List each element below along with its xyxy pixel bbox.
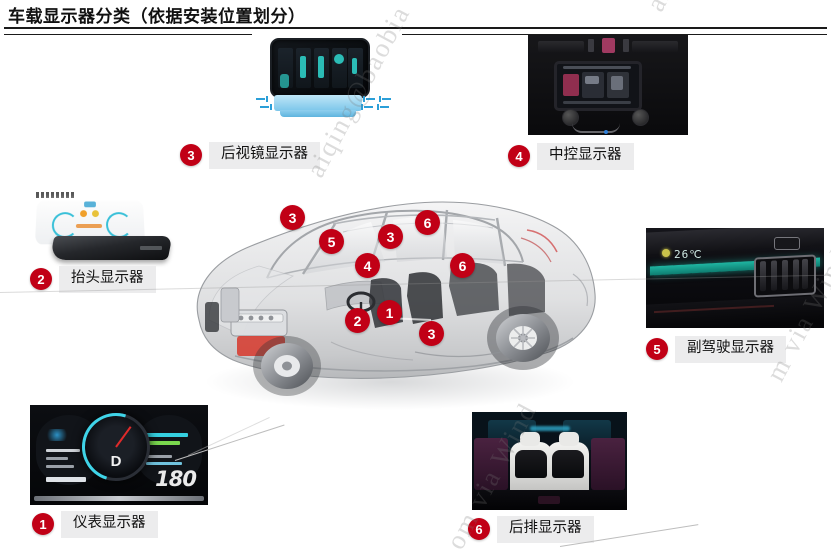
watermark-text-2: aiqing@baobia (640, 0, 757, 17)
cluster-trim (34, 496, 204, 501)
passenger-display-photo: 26℃ (646, 228, 824, 328)
car-marker-2-hud[interactable]: 2 (345, 308, 370, 333)
climate-sun-icon (662, 249, 670, 257)
title-divider (4, 27, 827, 35)
badge-2[interactable]: 2 (30, 268, 52, 291)
speed-readout: 180 (155, 467, 197, 491)
callout-head-up-display: 2 抬头显示器 (22, 190, 212, 300)
badge-3[interactable]: 3 (180, 144, 202, 167)
callout-passenger-display: 26℃ 5 副驾驶显示器 (646, 228, 831, 368)
page-title: 车载显示器分类（依据安装位置划分） (8, 7, 306, 26)
callout-rear-seat-display: 6 后排显示器 (468, 412, 652, 552)
rearview-mirror-photo (252, 32, 402, 135)
car-marker-3-mirror-left[interactable]: 3 (280, 205, 305, 230)
car-marker-6-rear-side[interactable]: 6 (450, 253, 475, 278)
infotainment-screen (554, 61, 642, 111)
gear-indicator: D (110, 453, 122, 470)
mirror-stand (274, 95, 362, 111)
hud-brand-logo (36, 192, 74, 198)
car-marker-5-passenger[interactable]: 5 (319, 229, 344, 254)
badge-1[interactable]: 1 (32, 513, 54, 536)
label-text-passenger-display: 副驾驶显示器 (675, 336, 786, 363)
temperature-readout: 26℃ (674, 248, 703, 261)
label-text-head-up-display: 抬头显示器 (59, 266, 156, 293)
callout-instrument-cluster-display: D 180 1 仪表显示器 (30, 405, 220, 550)
callout-label-instrument-cluster: 1 仪表显示器 (32, 511, 158, 538)
mirror-screen (270, 38, 370, 98)
rear-seat-photo (472, 412, 627, 510)
callout-label-head-up-display: 2 抬头显示器 (30, 266, 156, 293)
instrument-cluster-photo: D 180 (30, 405, 208, 505)
car-marker-3-mirror-lower[interactable]: 3 (419, 321, 444, 346)
hud-photo (22, 190, 190, 268)
callout-rearview-mirror-display: 3 后视镜显示器 (180, 32, 412, 172)
car-marker-3-mirror-center[interactable]: 3 (378, 224, 403, 249)
center-console-photo (528, 35, 688, 135)
rear-ambient-glow (529, 426, 570, 431)
car-marker-4-center-console[interactable]: 4 (355, 253, 380, 278)
car-marker-1-cluster[interactable]: 1 (377, 300, 402, 325)
callout-label-rear-seat-display: 6 后排显示器 (468, 516, 594, 543)
badge-6[interactable]: 6 (468, 518, 490, 541)
label-text-rear-seat-display: 后排显示器 (497, 516, 594, 543)
air-vent (754, 254, 816, 298)
badge-4[interactable]: 4 (508, 145, 530, 168)
badge-5[interactable]: 5 (646, 338, 668, 361)
callout-label-passenger-display: 5 副驾驶显示器 (646, 336, 786, 363)
callout-label-center-console: 4 中控显示器 (508, 143, 634, 170)
label-text-rearview-mirror: 后视镜显示器 (209, 142, 320, 169)
car-marker-6-rear-upper[interactable]: 6 (415, 210, 440, 235)
label-text-instrument-cluster: 仪表显示器 (61, 511, 158, 538)
vehicle-xray-diagram: 3 5 3 6 4 6 2 1 3 (175, 170, 605, 430)
label-text-center-console: 中控显示器 (537, 143, 634, 170)
callout-center-console-display: 4 中控显示器 (508, 35, 708, 175)
door-handle (774, 237, 800, 250)
tachometer-dial: D (70, 405, 162, 493)
callout-label-rearview-mirror: 3 后视镜显示器 (180, 142, 320, 169)
mirror-stand-bottom (280, 110, 356, 117)
